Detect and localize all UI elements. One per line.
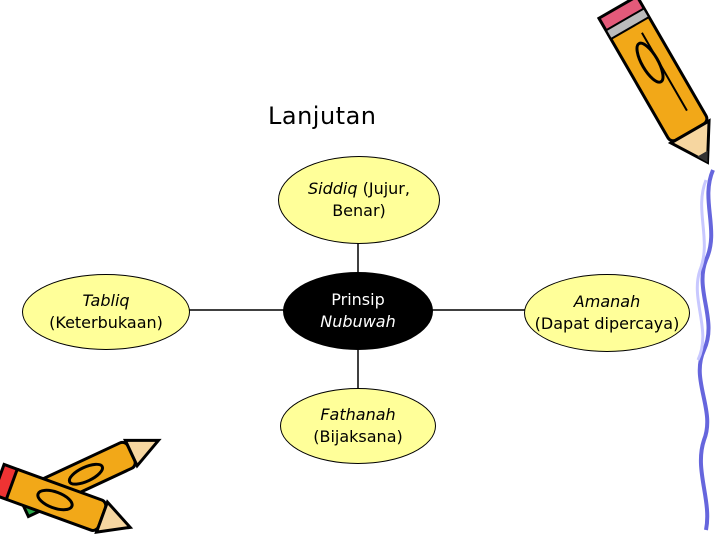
crayons-icon — [0, 438, 162, 534]
node-tabliq: Tabliq (Keterbukaan) — [22, 274, 190, 350]
wavy-border — [697, 169, 715, 531]
node-amanah-line2: (Dapat dipercaya) — [534, 314, 680, 333]
node-siddiq-line1: Siddiq (Jujur, — [308, 179, 410, 198]
node-tabliq-line2: (Keterbukaan) — [49, 313, 163, 332]
node-fathanah-line2: (Bijaksana) — [313, 427, 403, 446]
node-tabliq-line1: Tabliq — [82, 291, 130, 310]
node-siddiq-line2: Benar) — [332, 201, 386, 220]
node-center-line1: Prinsip — [331, 290, 385, 309]
pencil-icon — [596, 0, 711, 165]
node-amanah-line1: Amanah — [573, 292, 641, 311]
node-fathanah: Fathanah (Bijaksana) — [280, 388, 436, 464]
node-amanah: Amanah (Dapat dipercaya) — [524, 274, 690, 352]
node-siddiq: Siddiq (Jujur, Benar) — [278, 156, 440, 244]
node-fathanah-line1: Fathanah — [320, 405, 396, 424]
node-center-line2: Nubuwah — [320, 312, 396, 331]
node-prinsip-nubuwah: Prinsip Nubuwah — [283, 272, 433, 350]
page-title: Lanjutan — [268, 102, 377, 130]
